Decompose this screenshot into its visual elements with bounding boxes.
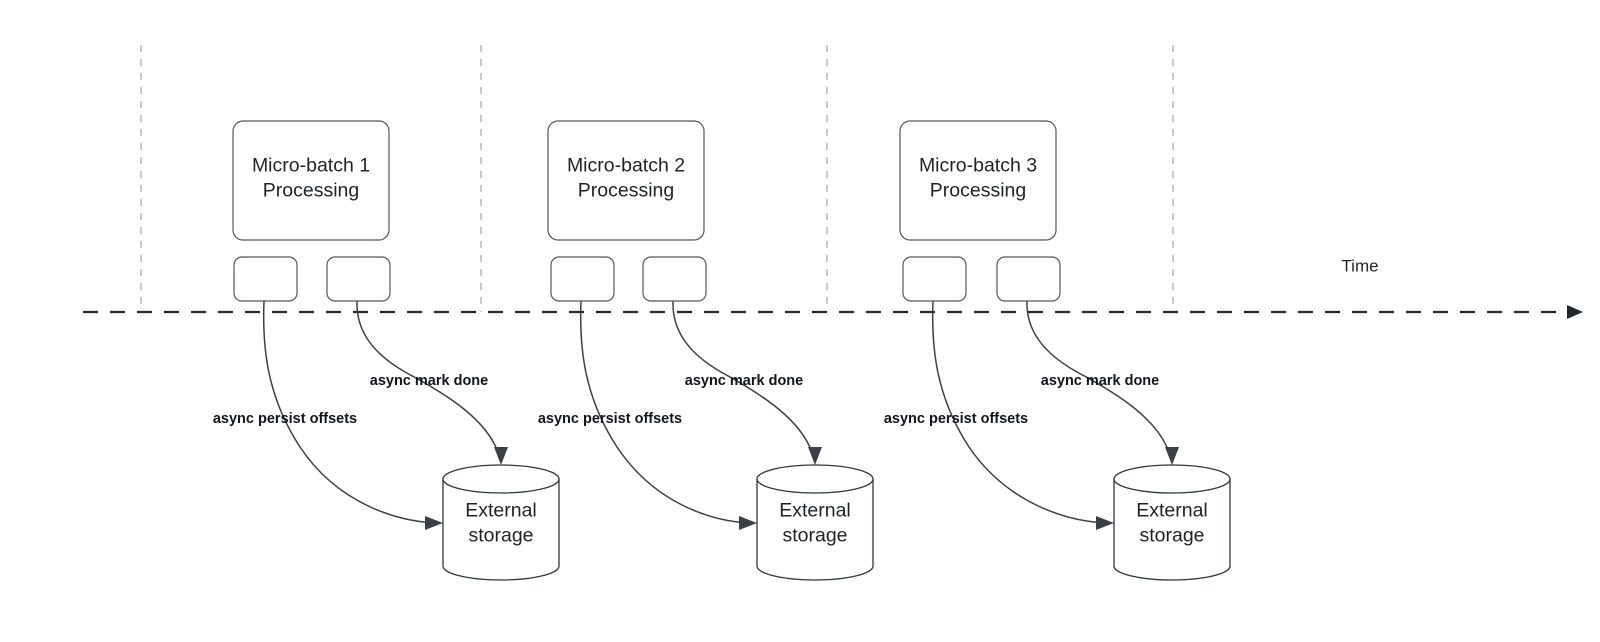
async-persist-offsets-edge-path: [262, 300, 439, 524]
micro-batch-label-line2: Processing: [263, 180, 359, 202]
async-mark-done-edge-arrow-icon: [1165, 447, 1179, 465]
micro-batch-label-line1: Micro-batch 3: [919, 155, 1037, 177]
external-storage-top: [1113, 464, 1231, 494]
async-mark-done-edge-label: async mark done: [685, 373, 803, 389]
external-storage-body[interactable]: [1113, 478, 1231, 581]
async-mark-done-edge-path: [1026, 300, 1170, 453]
timeline-tick-group: [140, 45, 1174, 312]
async-persist-offsets-edge-label: async persist offsets: [538, 411, 682, 427]
async-persist-offsets-edge-label: async persist offsets: [213, 411, 357, 427]
async-mark-done-edge-arrow-icon: [808, 447, 822, 465]
micro-batch-label-line2: Processing: [930, 180, 1026, 202]
async-mark-done-edge-arrow-icon: [494, 447, 508, 465]
async-persist-offsets-edge-path: [579, 300, 753, 524]
async-persist-offsets-edge-arrow-icon: [739, 516, 757, 530]
micro-batch-label-line2: Processing: [578, 180, 674, 202]
external-storage-label-line1: External: [779, 500, 851, 522]
labels-group: async persist offsets async mark done Micr…: [213, 155, 1208, 547]
external-storage-label-line2: storage: [468, 525, 533, 547]
persist-offsets-task-box[interactable]: [902, 256, 967, 302]
external-storage-label-line1: External: [465, 500, 537, 522]
micro-batch-box[interactable]: [547, 120, 705, 241]
async-persist-offsets-edge-arrow-icon: [1096, 516, 1114, 530]
external-storage-body[interactable]: [442, 478, 560, 581]
external-storage-top: [442, 464, 560, 494]
time-axis-arrow-icon: [1567, 305, 1583, 319]
mark-done-task-box[interactable]: [642, 256, 707, 302]
time-axis-label: Time: [1341, 256, 1378, 275]
external-storage-top: [756, 464, 874, 494]
async-persist-offsets-edge-label: async persist offsets: [884, 411, 1028, 427]
time-axis-group: Time: [83, 256, 1583, 319]
async-persist-offsets-edge-arrow-icon: [425, 516, 443, 530]
micro-batch-label-line1: Micro-batch 1: [252, 155, 370, 177]
edges-group: [262, 300, 1179, 530]
micro-batch-label-line1: Micro-batch 2: [567, 155, 685, 177]
async-mark-done-edge-path: [672, 300, 813, 453]
mark-done-task-box[interactable]: [996, 256, 1061, 302]
mark-done-task-box[interactable]: [326, 256, 391, 302]
persist-offsets-task-box[interactable]: [233, 256, 298, 302]
async-mark-done-edge-path: [356, 300, 499, 453]
persist-offsets-task-box[interactable]: [550, 256, 615, 302]
external-storage-label-line1: External: [1136, 500, 1208, 522]
async-mark-done-edge-label: async mark done: [1041, 373, 1159, 389]
micro-batch-box[interactable]: [232, 120, 390, 241]
external-storage-label-line2: storage: [1139, 525, 1204, 547]
external-storage-label-line2: storage: [782, 525, 847, 547]
shapes-group: [232, 120, 1231, 581]
async-persist-offsets-edge-path: [931, 300, 1110, 524]
async-mark-done-edge-label: async mark done: [370, 373, 488, 389]
micro-batch-box[interactable]: [899, 120, 1057, 241]
external-storage-body[interactable]: [756, 478, 874, 581]
